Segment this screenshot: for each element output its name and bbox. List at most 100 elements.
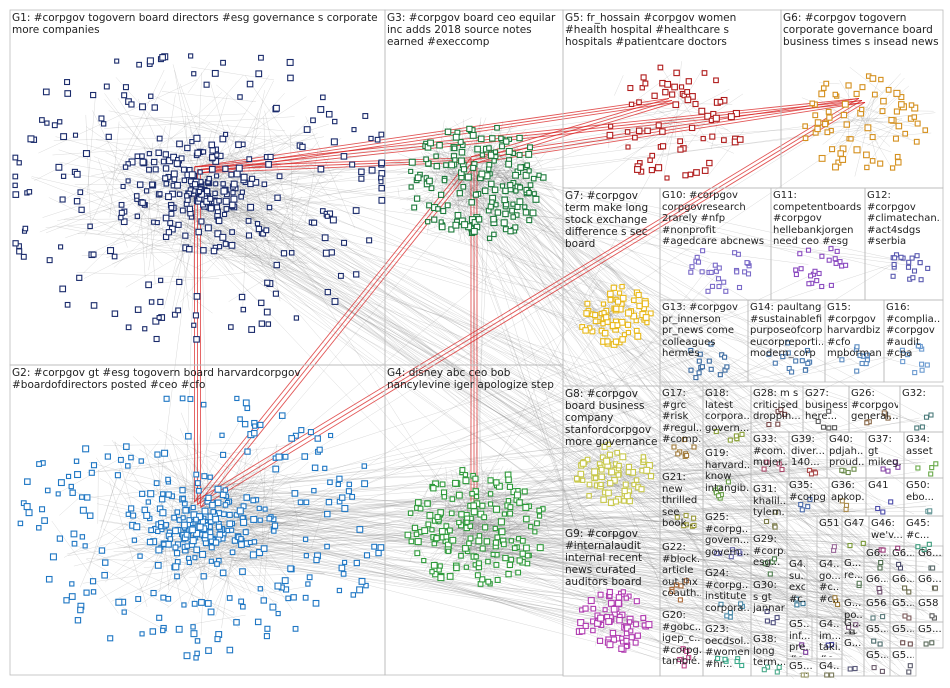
node-g18 — [714, 430, 718, 434]
node-g3 — [439, 192, 444, 197]
node-g1 — [119, 203, 124, 208]
edge — [111, 540, 249, 602]
node-g5 — [714, 78, 719, 83]
node-g5 — [629, 102, 633, 106]
node-g4 — [465, 520, 469, 524]
node-g2 — [102, 573, 108, 579]
node-g2 — [192, 601, 197, 606]
node-g4 — [520, 551, 525, 556]
node-g14 — [800, 359, 804, 363]
node-g8 — [620, 454, 626, 460]
node-g4 — [493, 540, 498, 545]
node-g46 — [896, 546, 900, 550]
node-g5 — [635, 167, 641, 173]
node-g1 — [155, 221, 159, 225]
node-g2 — [25, 479, 31, 485]
node-g2 — [187, 556, 191, 560]
node-g6 — [842, 101, 848, 107]
node-g26 — [865, 421, 869, 425]
node-g8 — [613, 499, 618, 504]
node-g2 — [151, 591, 156, 596]
node-g1 — [339, 274, 344, 279]
node-g2 — [122, 610, 126, 614]
node-g7 — [618, 291, 622, 295]
node-g1 — [176, 308, 181, 313]
node-g3 — [409, 159, 415, 165]
node-g1 — [163, 166, 168, 171]
node-g1 — [179, 156, 184, 161]
node-g1 — [91, 303, 97, 309]
node-g19 — [717, 486, 721, 490]
edge — [663, 70, 709, 143]
node-g1 — [23, 226, 28, 231]
node-g2 — [129, 506, 134, 511]
node-g1 — [218, 245, 222, 249]
node-g60 — [878, 566, 882, 570]
node-g14 — [767, 352, 771, 356]
group-cell-g61 — [864, 572, 890, 596]
node-g2 — [155, 563, 161, 569]
node-g14 — [794, 359, 798, 363]
node-g4 — [523, 505, 529, 511]
node-g1 — [146, 282, 152, 288]
node-g30 — [771, 621, 775, 625]
node-g21 — [675, 515, 679, 519]
node-g1 — [115, 59, 119, 63]
node-g11 — [809, 274, 813, 278]
node-g23 — [723, 657, 727, 661]
node-g6 — [879, 77, 883, 81]
cross-edge — [471, 161, 895, 675]
node-g58 — [930, 614, 934, 618]
node-g9 — [611, 606, 617, 612]
node-g7 — [642, 301, 648, 307]
node-g15 — [858, 353, 862, 357]
node-g1 — [161, 159, 166, 164]
node-g2 — [80, 495, 84, 499]
node-g1 — [259, 55, 264, 60]
node-g2 — [140, 632, 144, 636]
node-g2 — [47, 577, 53, 583]
node-g2 — [261, 546, 267, 552]
node-g4 — [533, 530, 537, 534]
node-g63 — [907, 590, 911, 594]
node-g11 — [835, 249, 839, 253]
node-g6 — [813, 113, 818, 118]
node-g2 — [227, 512, 232, 517]
node-g1 — [241, 307, 245, 311]
node-g26 — [886, 416, 890, 420]
node-g6 — [914, 139, 919, 144]
edge — [52, 521, 119, 614]
node-g2 — [184, 532, 189, 537]
node-g45 — [922, 547, 926, 551]
node-g1 — [318, 166, 324, 172]
node-g11 — [820, 254, 824, 258]
node-g1 — [221, 60, 226, 65]
node-g42 — [795, 603, 799, 607]
node-g5 — [702, 168, 708, 174]
node-g5 — [645, 128, 650, 133]
node-g2 — [175, 510, 179, 514]
node-g1 — [281, 251, 286, 256]
node-g16 — [913, 371, 917, 375]
node-g5 — [737, 137, 743, 143]
node-g1 — [379, 198, 385, 204]
node-g6 — [840, 157, 846, 163]
node-g2 — [144, 513, 150, 519]
node-g3 — [503, 188, 508, 193]
node-g9 — [591, 628, 595, 632]
node-g3 — [452, 146, 457, 151]
node-g3 — [424, 157, 429, 162]
node-g3 — [428, 140, 434, 146]
node-g1 — [194, 294, 200, 300]
node-g2 — [85, 495, 90, 500]
node-g3 — [471, 229, 477, 235]
node-g2 — [276, 454, 282, 460]
group-cell-g11 — [771, 188, 865, 300]
node-g3 — [532, 192, 536, 196]
node-g1 — [220, 234, 226, 240]
node-g68 — [908, 664, 912, 668]
node-g35 — [799, 503, 803, 507]
group-cell-g34 — [904, 432, 943, 478]
node-g4 — [507, 562, 512, 567]
node-g1 — [152, 159, 157, 164]
